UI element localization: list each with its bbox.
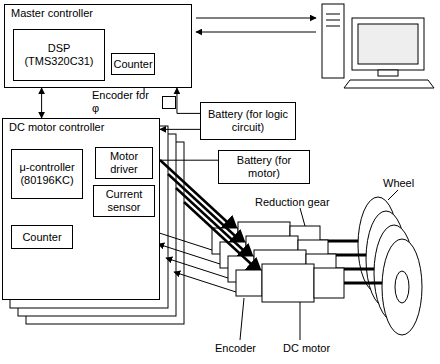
box-text: Counter xyxy=(22,231,61,244)
controller-box: Master controllerDSP (TMS320C31) Counter xyxy=(4,4,192,88)
part-label: Reduction gear xyxy=(254,196,331,208)
box-text: Battery (for motor) xyxy=(223,154,305,179)
sensor-box: Current sensor xyxy=(93,185,155,217)
dsp-box: DSP (TMS320C31) xyxy=(13,29,105,81)
computer-icon xyxy=(322,4,434,88)
leader-line xyxy=(300,208,305,226)
leader-line xyxy=(300,302,301,340)
drive-unit xyxy=(166,188,414,321)
box-text: μ-controller (80196KC) xyxy=(16,161,78,186)
connector xyxy=(177,88,200,113)
controller-box: DC motor controller μ-controller (80196KC… xyxy=(2,118,160,300)
leader-line xyxy=(388,190,398,200)
box-text: Master controller xyxy=(5,5,191,22)
battery-box: Battery (for motor) xyxy=(218,150,310,184)
encoder-label: Encoder for φ xyxy=(92,94,176,110)
part-label: DC motor xyxy=(282,342,331,354)
leader-line xyxy=(240,298,244,340)
link-arrow xyxy=(196,32,316,33)
link-arrow xyxy=(196,18,316,19)
box-text: Current sensor xyxy=(98,188,150,213)
battery-box: Battery (for logic circuit) xyxy=(200,102,296,140)
box-text: DSP (TMS320C31) xyxy=(18,42,100,67)
connector xyxy=(160,129,200,130)
part-label: Encoder xyxy=(214,342,257,354)
connector xyxy=(153,160,218,161)
drive-unit xyxy=(158,174,406,307)
microcontroller-box: μ-controller (80196KC) xyxy=(11,149,83,199)
driver-box: Motor driver xyxy=(95,147,153,179)
box-text: Motor driver xyxy=(100,150,148,175)
counter-box: Counter xyxy=(111,53,155,75)
box-text: Encoder for φ xyxy=(92,89,158,114)
counter-box: Counter xyxy=(11,225,73,249)
box-text: DC motor controller xyxy=(3,119,159,136)
connector xyxy=(41,88,42,118)
box-text: Battery (for logic circuit) xyxy=(205,108,291,133)
encoder-symbol xyxy=(162,96,176,109)
box-text: Counter xyxy=(113,58,152,71)
drive-unit xyxy=(174,202,422,335)
part-label: Wheel xyxy=(382,177,415,189)
